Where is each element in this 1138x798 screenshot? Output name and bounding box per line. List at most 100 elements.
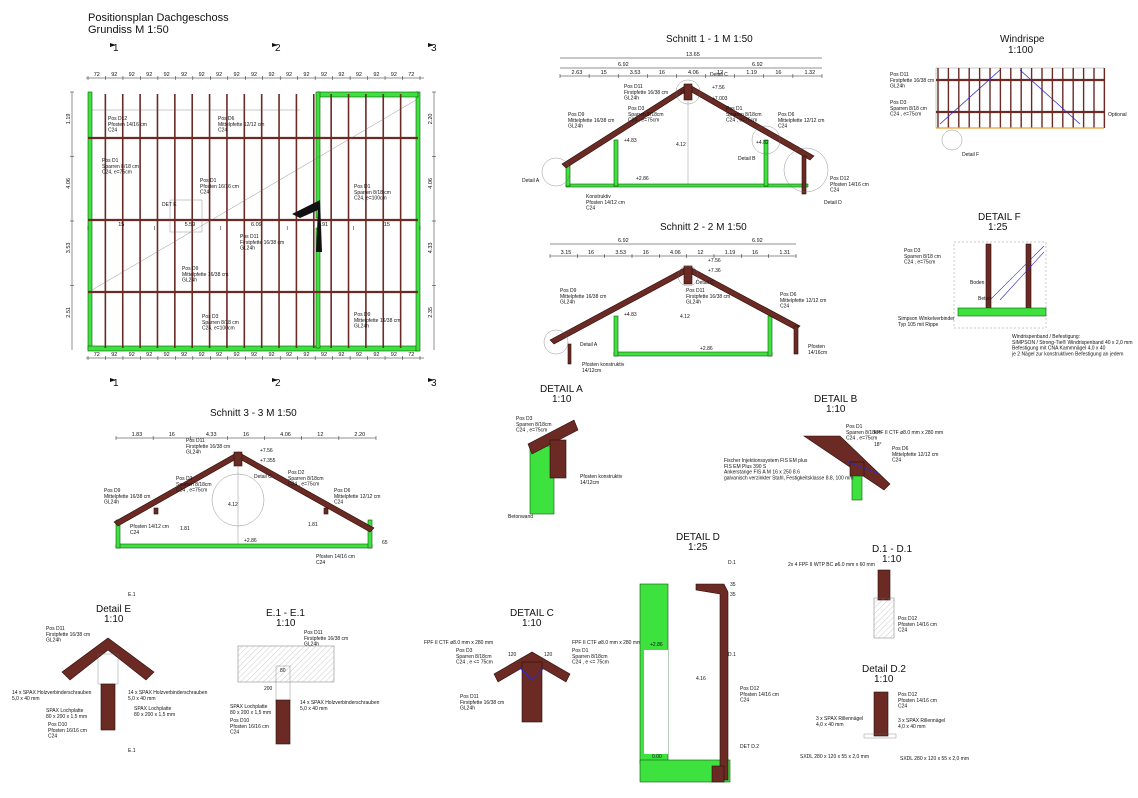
section-3-level-2: +2.86: [244, 538, 257, 544]
windrispe-label-detf: Detail F: [962, 152, 979, 158]
dim-value: 16: [752, 250, 758, 256]
section-2-level-0: +7.56: [708, 258, 721, 264]
section-2-roof: [549, 265, 801, 345]
dim-value: 92: [146, 352, 152, 358]
section-2-detail-a: Detail A: [580, 342, 598, 348]
detail-d1-title: D.1 - D.1: [872, 544, 912, 555]
detail-e-scale: 1:10: [104, 614, 124, 625]
section-1-height-1: 21: [680, 90, 686, 96]
detail-e1-title: E.1 - E.1: [266, 608, 305, 619]
dim-value: 12: [317, 432, 323, 438]
dim-value: 92: [129, 72, 135, 78]
dim-value: 16: [169, 432, 175, 438]
dim-value: 2.20: [354, 432, 365, 438]
dim-value: 4.33: [206, 432, 217, 438]
detail-c-dim-1: 120: [508, 652, 517, 658]
section-3-ridge: [233, 451, 243, 467]
section-3-floor: [115, 543, 373, 549]
dim-value: 4.06: [66, 178, 72, 189]
detail-d-mark-mid: D.1: [728, 652, 736, 658]
detail-f-label-wind: Windrispenband / Befestigung:SIMPSON / S…: [1011, 334, 1133, 357]
detail-e-mark-bottom: E.1: [128, 748, 136, 754]
plan-opening: [169, 199, 203, 233]
windrispe-label-optional: Optional: [1108, 112, 1127, 118]
section-1-dim-a0: 6.92: [618, 62, 629, 68]
dim-value: 15: [384, 222, 390, 228]
detail-e1-dim-2: 200: [264, 686, 273, 692]
plan-diagonal: [91, 99, 417, 291]
section-1-detail-a: Detail A: [522, 178, 540, 184]
detail-e-title: Detail E: [96, 604, 131, 615]
dim-value: 92: [303, 72, 309, 78]
dim-value: 16: [243, 432, 249, 438]
detail-d1-scale: 1:10: [882, 554, 902, 565]
svg-text:1: 1: [113, 378, 119, 389]
windrispe-scale: 1:100: [1008, 45, 1033, 56]
dim-value: 92: [234, 72, 240, 78]
dim-value: 3.53: [66, 243, 72, 254]
dim-value: 1.19: [746, 70, 757, 76]
dim-value: 92: [164, 72, 170, 78]
dim-value: 92: [391, 352, 397, 358]
dim-value: 1.31: [779, 250, 790, 256]
dim-value: 92: [251, 72, 257, 78]
dim-value: 92: [268, 72, 274, 78]
section-marker-3-top: 3: [428, 43, 437, 54]
dim-value: 2.20: [428, 114, 434, 125]
detail-d-mark-top: D.1: [728, 560, 736, 566]
dim-value: 92: [164, 352, 170, 358]
detail-d1-label-wtp: 2x 4 FPF II WTP BC ø6.0 mm x 60 mm: [788, 562, 875, 568]
section-1: Schnitt 1 - 1 M 1:50 13.65 6.92 6.92 2.6…: [522, 34, 869, 212]
section-3-height-0: 4.12: [228, 502, 238, 508]
section-2-dim-a1: 6.92: [752, 238, 763, 244]
section-1-height-0: 4.12: [676, 142, 686, 148]
section-3-level-1: +7.355: [260, 458, 276, 464]
svg-text:3: 3: [431, 378, 437, 389]
section-1-detail-c: Detail C: [710, 72, 728, 78]
dim-value: 5.59: [185, 222, 196, 228]
section-1-level-4: +2.86: [636, 176, 649, 182]
dim-value: 3.53: [630, 70, 641, 76]
detail-f-scale: 1:25: [988, 222, 1008, 233]
detail-e-rafters: [61, 637, 155, 681]
detail-c-scale: 1:10: [522, 618, 542, 629]
dim-value: 15: [601, 70, 607, 76]
section-2-dim-a0: 6.92: [618, 238, 629, 244]
detail-d-height-2: 35: [730, 592, 736, 598]
dim-value: 92: [321, 72, 327, 78]
dim-value: 16: [588, 250, 594, 256]
plan-title: Positionsplan Dachgeschoss: [88, 12, 229, 24]
